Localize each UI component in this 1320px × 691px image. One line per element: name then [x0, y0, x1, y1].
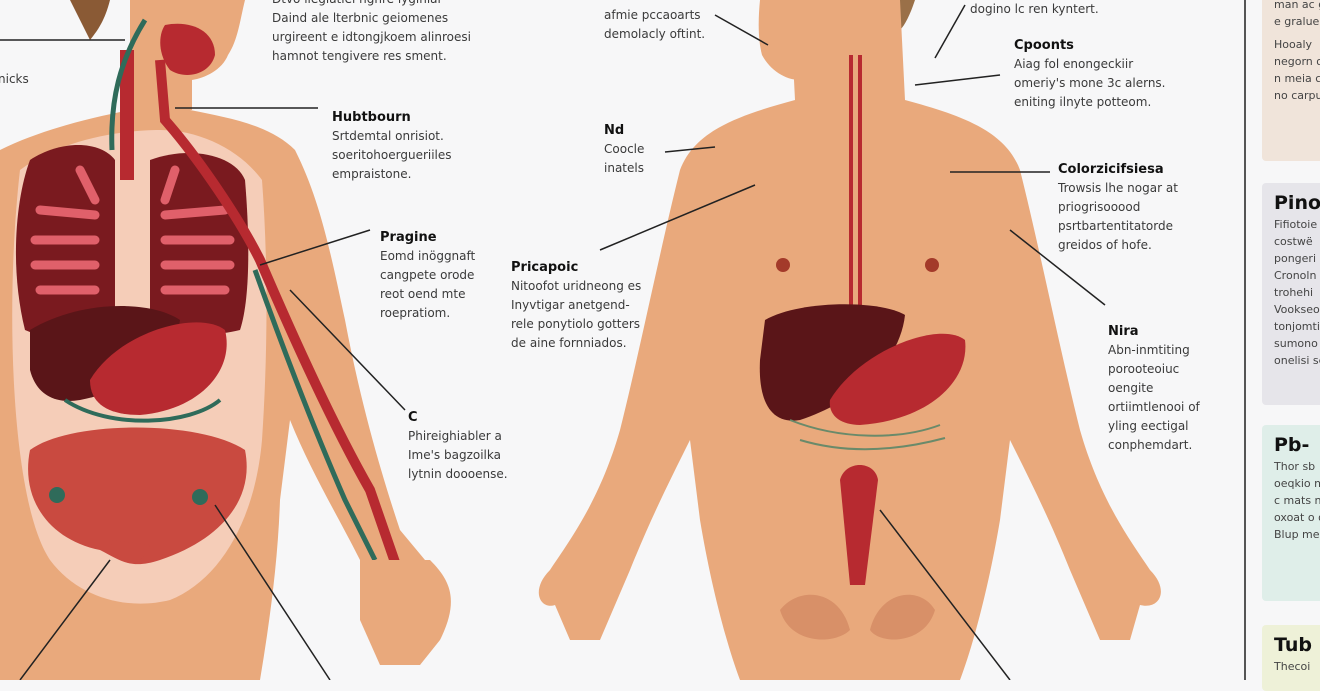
label-line: omeriy's mone 3c alerns.: [1014, 76, 1166, 90]
label-line: Trowsis lhe nogar at: [1058, 181, 1178, 195]
label-line: Srtdemtal onrisiot.: [332, 129, 444, 143]
label-line: greidos of hofe.: [1058, 238, 1152, 252]
label-line: Nitoofot uridneong es: [511, 279, 642, 293]
right-face: [758, 0, 800, 80]
label-line: demolacly oftint.: [604, 27, 706, 41]
label-title: Nd: [604, 123, 625, 138]
intestines-organ: [28, 427, 247, 565]
label-colorzicifsiesa: Colorzicifsiesa Trowsis lhe nogar at pri…: [1058, 160, 1178, 255]
label-line: Abn-inmtiting: [1108, 343, 1190, 357]
back-stomach-organ: [829, 333, 966, 425]
label-nicks: nicks: [0, 70, 29, 89]
panel-divider: [1244, 0, 1246, 680]
arm-vein-vessel: [252, 269, 378, 562]
card-text: Thor sb oeqkio maxiry c mats na oxoat o …: [1274, 460, 1320, 541]
colon-band: [63, 398, 222, 423]
card-title: Tub: [1274, 634, 1312, 656]
label-title: Cpoonts: [1014, 38, 1074, 53]
label-pragine: Pragine Eomd inöggnaft cangpete orode re…: [380, 228, 475, 323]
vein-vessel: [109, 18, 148, 151]
label-line: Ime's bagzoilka: [408, 448, 501, 462]
label-line: rele ponytiolo gotters: [511, 317, 641, 331]
label-line: Daind ale lterbnic geiomenes: [272, 11, 449, 25]
label-line: soeritohoergueriiles: [332, 148, 452, 162]
label-line: conphemdart.: [1108, 438, 1193, 452]
label-line: priogrisooood: [1058, 200, 1141, 214]
label-line: Dtvo ilegiatiel ngnre lyginiai: [272, 0, 471, 9]
label-title: Pricapoic: [511, 260, 579, 275]
label-line: afmie pccaoarts: [604, 8, 701, 22]
label-line: nicks: [0, 72, 29, 86]
right-figure: [538, 0, 1161, 680]
left-hair: [70, 0, 110, 40]
card-text: man ac gifior e gralue p: [1274, 0, 1320, 28]
label-line: urgireent e idtongjkoem alinroesi: [272, 30, 471, 44]
label-title: Nira: [1108, 324, 1139, 339]
label-hubtbourn: Hubtbourn Srtdemtal onrisiot. soeritohoe…: [332, 108, 452, 184]
left-hand: [360, 560, 451, 665]
side-card-pinor: Pinor Fifiotoie costwë pongeri Cronoln t…: [1262, 183, 1320, 405]
card-text: Fifiotoie costwë pongeri Cronoln trohehi…: [1274, 218, 1320, 367]
label-cpoonts: Cpoonts Aiag fol enongeckiir omeriy's mo…: [1014, 36, 1166, 112]
label-line: Phireighiabler a: [408, 429, 502, 443]
label-top-center: hoovabie afmie pccaoarts demolacly oftin…: [604, 0, 705, 44]
aorta-vessel: [155, 59, 420, 622]
label-line: Inyvtigar anetgend-: [511, 298, 630, 312]
liver-organ: [30, 306, 180, 401]
label-title: Pragine: [380, 230, 437, 245]
card-title: Pinor: [1274, 192, 1320, 214]
rectum-organ: [110, 540, 150, 564]
back-liver-organ: [759, 304, 905, 421]
label-line: de aine fornniados.: [511, 336, 627, 350]
label-top-right: dogino lc ren kyntert.: [970, 0, 1099, 19]
label-top-left: Dtvo ilegiatiel ngnre lyginiai Daind ale…: [272, 0, 471, 66]
label-line: roepratiom.: [380, 306, 451, 320]
label-line: dogino lc ren kyntert.: [970, 2, 1099, 16]
label-line: ortiimtlenooi of: [1108, 400, 1200, 414]
label-line: lytnin doooense.: [408, 467, 508, 481]
label-title: C: [408, 410, 418, 425]
pelvic-node-right: [192, 489, 208, 505]
trachea: [120, 50, 134, 180]
back-intestine-bands: [789, 419, 946, 451]
leader-lines: [0, 4, 1106, 680]
label-line: empraistone.: [332, 167, 412, 181]
lung-lobes: [30, 165, 235, 295]
buttocks: [780, 594, 935, 640]
label-line: eniting ilnyte potteom.: [1014, 95, 1152, 109]
label-line: psrtbartentitatorde: [1058, 219, 1173, 233]
label-line: oengite: [1108, 381, 1154, 395]
label-nira: Nira Abn-inmtiting porooteoiuc oengite o…: [1108, 322, 1200, 455]
side-card-pb: Pb- Thor sb oeqkio maxiry c mats na oxoa…: [1262, 425, 1320, 601]
label-title: Colorzicifsiesa: [1058, 162, 1164, 177]
label-line: yling eectigal: [1108, 419, 1189, 433]
label-line: Aiag fol enongeckiir: [1014, 57, 1134, 71]
card-text: Thecoi: [1274, 660, 1311, 673]
label-title: Hubtbourn: [332, 110, 411, 125]
back-rectum-organ: [840, 465, 878, 585]
pelvic-node-left: [49, 487, 65, 503]
label-line: Coocle: [604, 142, 645, 156]
label-line: hoovabie: [604, 0, 705, 6]
mouth-organ: [160, 23, 215, 75]
label-pricapoic: Pricapoic Nitoofot uridneong es Inyvtiga…: [511, 258, 641, 353]
card-title: Pb-: [1274, 434, 1310, 456]
nipple-right: [925, 258, 939, 272]
nipple-left: [776, 258, 790, 272]
label-c: C Phireighiabler a Ime's bagzoilka lytni…: [408, 408, 508, 484]
label-line: Eomd inöggnaft: [380, 249, 476, 263]
stomach-organ: [90, 322, 227, 415]
label-line: reot oend mte: [380, 287, 466, 301]
label-line: cangpete orode: [380, 268, 475, 282]
side-card-1: man ac gifior e gralue p Hooaly negorn o…: [1262, 0, 1320, 161]
label-nd: Nd Coocle inatels: [604, 121, 644, 178]
left-figure: [0, 0, 451, 680]
card-text: Hooaly negorn ocerie n meia chet no carp…: [1274, 38, 1320, 102]
label-line: inatels: [604, 161, 644, 175]
side-card-tub: Tub Thecoi: [1262, 625, 1320, 691]
label-line: porooteoiuc: [1108, 362, 1180, 376]
label-line: hamnot tengivere res sment.: [272, 49, 447, 63]
